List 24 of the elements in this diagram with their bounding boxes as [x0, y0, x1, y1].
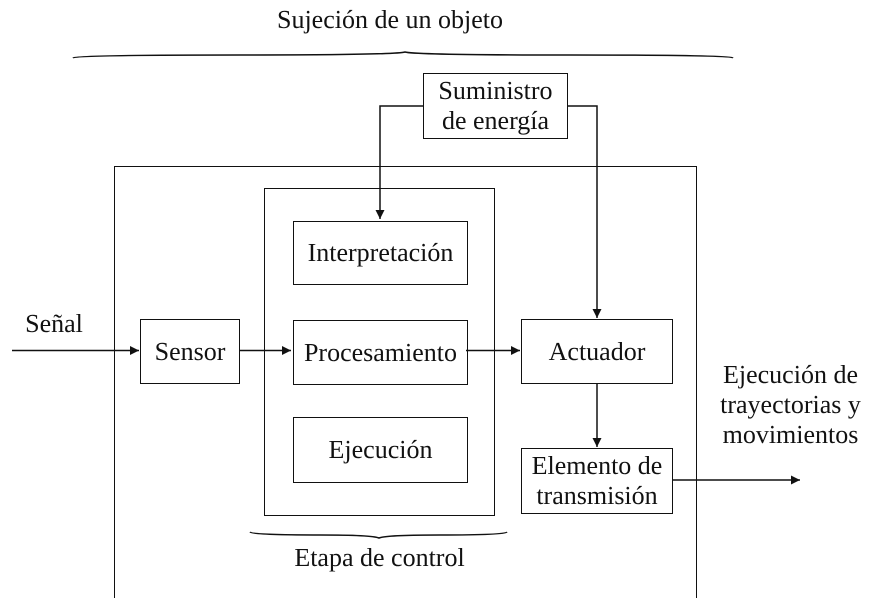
diagram-title: Sujeción de un objeto [276, 4, 504, 36]
frame-box [114, 166, 697, 598]
box-label: Actuador [548, 336, 646, 366]
process-box [293, 417, 468, 483]
box-label: Sensor [154, 336, 226, 366]
arrow [239, 346, 291, 355]
box-label: Interpretación [306, 238, 454, 268]
arrow [466, 346, 520, 355]
arrow [672, 476, 800, 484]
group-heading: Etapa de control [293, 543, 466, 573]
process-box [293, 320, 468, 385]
process-box [293, 221, 468, 285]
arrow [592, 383, 602, 447]
box-label: Elemento de transmisión [530, 451, 664, 511]
box-label: Ejecución [328, 435, 434, 465]
box-label: Procesamiento [302, 338, 458, 368]
arrow [12, 346, 139, 355]
process-box [140, 319, 240, 384]
box-label: Suministro de energía [437, 76, 554, 136]
process-box [423, 73, 568, 139]
process-box [521, 319, 673, 384]
process-box [521, 448, 673, 514]
arrow [568, 105, 602, 318]
arrow [376, 105, 423, 219]
